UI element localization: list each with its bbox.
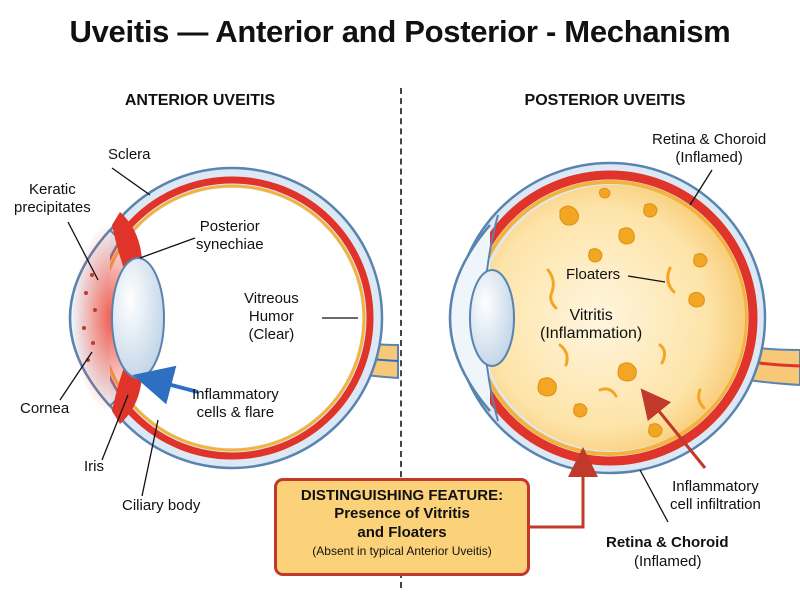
callout-connector — [530, 447, 598, 529]
lens-right — [469, 269, 515, 367]
label-inflammatory-infiltration: Inflammatory cell infiltration — [670, 478, 761, 513]
callout-heading: DISTINGUISHING FEATURE: — [300, 487, 504, 504]
label-sclera: Sclera — [108, 146, 151, 163]
label-vitreous-humor: Vitreous Humor (Clear) — [244, 290, 299, 343]
label-keratic-precipitates: Keratic precipitates — [14, 181, 91, 216]
label-ciliary-body: Ciliary body — [122, 497, 201, 514]
label-retina-choroid-top: Retina & Choroid (Inflamed) — [652, 131, 767, 166]
label-posterior-synechiae: Posterior synechiae — [196, 218, 264, 253]
panel-divider — [400, 88, 402, 588]
callout-line-2: Presence of Vitritis — [334, 505, 470, 522]
lens-left — [111, 257, 165, 379]
posterior-eye — [448, 161, 800, 475]
label-cornea: Cornea — [20, 400, 70, 417]
leader-lines — [59, 167, 713, 497]
infiltration-arrow — [640, 388, 707, 469]
anterior-eye — [68, 166, 399, 470]
label-iris: Iris — [84, 458, 104, 475]
inflammatory-arrow — [132, 365, 199, 405]
anterior-heading: ANTERIOR UVEITIS — [124, 92, 276, 109]
callout-line-3: and Floaters — [357, 524, 447, 541]
posterior-heading: POSTERIOR UVEITIS — [524, 92, 686, 109]
floater-strands — [546, 266, 706, 410]
label-floaters: Floaters — [566, 266, 621, 283]
callout-note: (Absent in typical Anterior Uveitis) — [312, 544, 492, 558]
retina-pointer — [639, 469, 669, 523]
label-retina-choroid-bottom: Retina & Choroid — [606, 534, 729, 551]
floaters — [537, 187, 708, 438]
distinguishing-feature-callout: DISTINGUISHING FEATURE: Presence of Vitr… — [274, 478, 530, 576]
page-title: Uveitis — Anterior and Posterior - Mecha… — [69, 14, 731, 49]
label-inflammatory-cells: Inflammatory cells & flare — [192, 386, 279, 421]
label-vitritis: Vitritis (Inflammation) — [540, 307, 643, 342]
label-retina-choroid-bottom-state: (Inflamed) — [634, 553, 702, 570]
